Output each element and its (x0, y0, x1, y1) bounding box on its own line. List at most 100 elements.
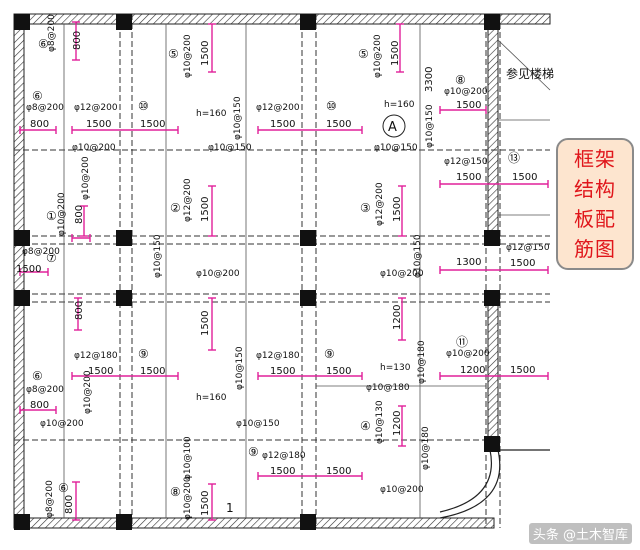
column (116, 514, 132, 530)
len-1500-o: 1500 (88, 366, 113, 377)
rebar-12-200-a: φ12@200 (74, 103, 118, 113)
column (300, 230, 316, 246)
column (484, 230, 500, 246)
section-mark-1: 1 (226, 501, 234, 515)
rebar-10-200-a: φ10@200 (183, 34, 193, 78)
len-1500-v: 1500 (200, 491, 211, 516)
len-1500-p: 1500 (140, 366, 165, 377)
rebar-10-130: φ10@130 (375, 400, 385, 444)
rebar-8-200-a: φ8@200 (47, 14, 57, 52)
rebar-8-200-b: φ8@200 (26, 103, 64, 113)
len-1500-s: 1500 (510, 365, 535, 376)
len-1500-k: 1500 (392, 197, 403, 222)
mark-9-a: ⑨ (138, 347, 149, 361)
len-800-f: 800 (64, 495, 75, 514)
mark-9-c: ⑨ (248, 445, 259, 459)
rebar-12-180-b: φ12@180 (256, 351, 300, 361)
len-1200-c: 1200 (392, 411, 403, 436)
len-1500-e: 1500 (140, 119, 165, 130)
section-a-label: A (388, 120, 397, 135)
column (14, 230, 30, 246)
len-1500-n: 1500 (200, 311, 211, 336)
mark-8-b: ⑧ (170, 485, 181, 499)
thickness-130: h=130 (380, 363, 411, 373)
rebar-12-200-b: φ12@200 (256, 103, 300, 113)
mark-6-d: ⑥ (58, 481, 69, 495)
mark-4: ④ (360, 419, 371, 433)
rebar-10-180-b: φ10@180 (366, 383, 410, 393)
rebar-10-200-b: φ10@200 (373, 34, 383, 78)
len-800-e: 800 (30, 400, 49, 411)
len-1500-a: 1500 (200, 41, 211, 66)
column (300, 514, 316, 530)
rebar-12-180-c: φ12@180 (262, 451, 306, 461)
len-1500-u: 1500 (326, 466, 351, 477)
rebar-10-200-j: φ10@200 (83, 370, 93, 414)
grid-lines (63, 24, 551, 518)
rebar-10-100: φ10@100 (183, 436, 193, 480)
column (14, 514, 30, 530)
rebar-10-200-e: φ10@200 (81, 156, 91, 200)
mark-9-b: ⑨ (324, 347, 335, 361)
len-1300: 1300 (456, 257, 481, 268)
rebar-10-200-g: φ10@200 (196, 269, 240, 279)
mark-6-a: ⑥ (38, 37, 49, 51)
title-callout-text: 框架 结构 板配 筋图 (574, 147, 616, 261)
len-1500-q: 1500 (270, 366, 295, 377)
len-1500-f: 1500 (270, 119, 295, 130)
column (116, 290, 132, 306)
mark-13: ⑬ (508, 151, 520, 165)
rebar-10-200-i: φ10@200 (446, 349, 490, 359)
len-800-c: 800 (74, 205, 85, 224)
rebar-10-180-a: φ10@180 (417, 340, 427, 384)
rebar-12-180-a: φ12@180 (74, 351, 118, 361)
rebar-10-150-c: φ10@150 (208, 143, 252, 153)
stair-note: 参见楼梯 (506, 66, 554, 81)
rebar-10-200-f: φ10@200 (57, 192, 67, 236)
len-800-a: 800 (72, 31, 83, 50)
len-1500-g: 1500 (326, 119, 351, 130)
mark-6-b: ⑥ (32, 89, 43, 103)
len-1200-a: 1200 (392, 305, 403, 330)
rebar-10-150-g: φ10@150 (235, 346, 245, 390)
rebar-10-150-f: φ10@150 (413, 234, 423, 278)
mark-1: ① (46, 209, 57, 223)
len-1500-b: 1500 (390, 41, 401, 66)
mark-8-a: ⑧ (455, 73, 466, 87)
column (116, 230, 132, 246)
title-callout: 框架 结构 板配 筋图 (556, 138, 634, 270)
thickness-160-a: h=160 (196, 109, 227, 119)
rebar-10-200-m: φ10@200 (183, 476, 193, 520)
len-800-d: 800 (74, 301, 85, 320)
len-1500-d: 1500 (86, 119, 111, 130)
mark-11: ⑪ (456, 335, 468, 349)
rebar-10-150-d: φ10@150 (374, 143, 418, 153)
rebar-12-150-b: φ12@150 (506, 243, 550, 253)
beam-lines (14, 14, 550, 528)
column (484, 436, 500, 452)
mark-3: ③ (360, 201, 371, 215)
column (14, 290, 30, 306)
rebar-8-200-e: φ8@200 (45, 480, 55, 518)
mark-5-b: ⑤ (358, 47, 369, 61)
column (300, 14, 316, 30)
len-1500-m: 1500 (510, 258, 535, 269)
mark-7: ⑦ (46, 251, 57, 265)
mark-10-a: ⑩ (138, 99, 149, 113)
labels: ⑥ φ8@200 800 ⑤ φ10@200 1500 ⑤ φ10@200 15… (16, 14, 554, 520)
rebar-12-150-a: φ12@150 (444, 157, 488, 167)
len-1500-l: 1500 (16, 264, 41, 275)
column (484, 290, 500, 306)
len-1500-c: 1500 (456, 100, 481, 111)
watermark: 头条 @土木智库 (528, 523, 632, 544)
len-1500-h: 1500 (456, 172, 481, 183)
rebar-12-200-c: φ12@200 (183, 178, 193, 222)
mark-6-c: ⑥ (32, 369, 43, 383)
rebar-10-200-k: φ10@200 (40, 419, 84, 429)
column (116, 14, 132, 30)
stair-curve (439, 449, 550, 519)
rebar-10-200-l: φ10@200 (380, 485, 424, 495)
mark-2: ② (170, 201, 181, 215)
len-800-b: 800 (30, 119, 49, 130)
